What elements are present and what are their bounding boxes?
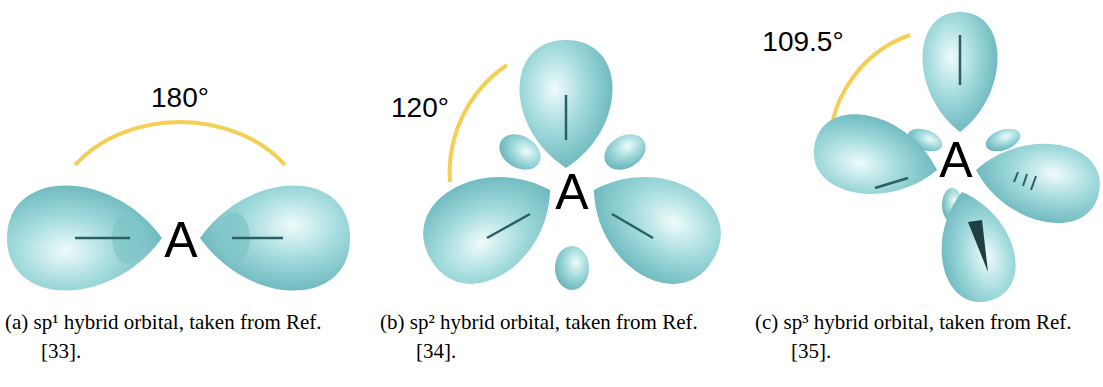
orbital-lobe bbox=[923, 12, 998, 132]
axis-line bbox=[487, 214, 530, 238]
subfigure-caption: (b) sp² hybrid orbital, taken from Ref. … bbox=[380, 308, 725, 366]
back-lobe bbox=[493, 127, 547, 177]
atom-label: A bbox=[164, 215, 197, 265]
axis-wedge bbox=[968, 220, 988, 272]
back-lobe bbox=[555, 246, 589, 290]
axis-line bbox=[875, 178, 908, 188]
atom-label: A bbox=[555, 167, 588, 217]
angle-arc bbox=[75, 122, 285, 165]
axis-hash bbox=[1031, 176, 1036, 190]
angle-label: 180° bbox=[151, 84, 209, 112]
angle-label: 109.5° bbox=[762, 28, 843, 56]
axis-hash bbox=[1023, 174, 1027, 186]
axis-line bbox=[232, 237, 283, 240]
axis-line bbox=[565, 95, 568, 140]
atom-label: A bbox=[939, 135, 972, 185]
angle-arc bbox=[450, 65, 507, 182]
orbital-lobe bbox=[406, 147, 575, 302]
back-lobe bbox=[598, 127, 652, 177]
axis-line bbox=[612, 214, 653, 238]
subfigure-caption: (a) sp¹ hybrid orbital, taken from Ref. … bbox=[5, 308, 350, 366]
orbital-lobe bbox=[927, 183, 1024, 309]
axis-line bbox=[75, 237, 130, 240]
orbital-lobe bbox=[807, 106, 945, 208]
angle-label: 120° bbox=[391, 94, 449, 122]
orbital-lobe bbox=[200, 186, 350, 291]
axis-line bbox=[959, 35, 962, 85]
orbital-lobe bbox=[7, 186, 162, 291]
axis-hash bbox=[1014, 172, 1018, 182]
subfigure-caption: (c) sp³ hybrid orbital, taken from Ref. … bbox=[755, 308, 1100, 366]
orbital-lobe bbox=[569, 147, 738, 302]
